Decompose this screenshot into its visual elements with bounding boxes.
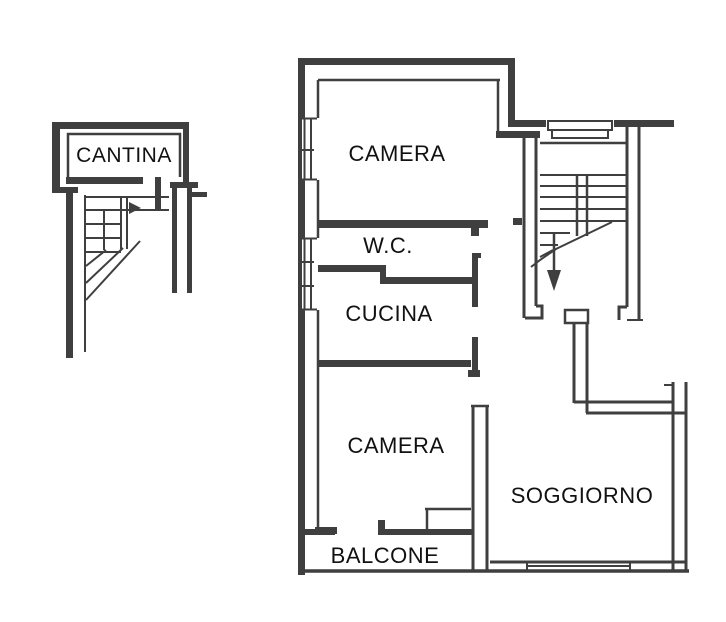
room-label-balcone: BALCONE <box>330 543 440 568</box>
room-label-camera-top: CAMERA <box>348 141 446 166</box>
cantina-block-walls <box>52 122 207 358</box>
room-label-cantina: CANTINA <box>76 144 172 167</box>
window-soggiorno <box>526 562 631 571</box>
cantina-room-outline <box>66 132 182 177</box>
window-wc-cucina <box>299 237 317 311</box>
main-plan-lines <box>300 78 689 573</box>
stairwell-stairs <box>530 174 626 268</box>
room-label-camera-bottom: CAMERA <box>347 433 445 458</box>
room-label-soggiorno: SOGGIORNO <box>510 483 654 508</box>
stairs-down-arrow-icon <box>547 232 561 291</box>
room-label-cucina: CUCINA <box>345 301 433 326</box>
cantina-stairs <box>84 195 169 352</box>
window-stairwell <box>546 119 614 139</box>
room-label-wc: W.C. <box>363 233 413 258</box>
window-camera-top <box>299 117 317 181</box>
stairs-right-arrow-icon <box>129 202 141 214</box>
